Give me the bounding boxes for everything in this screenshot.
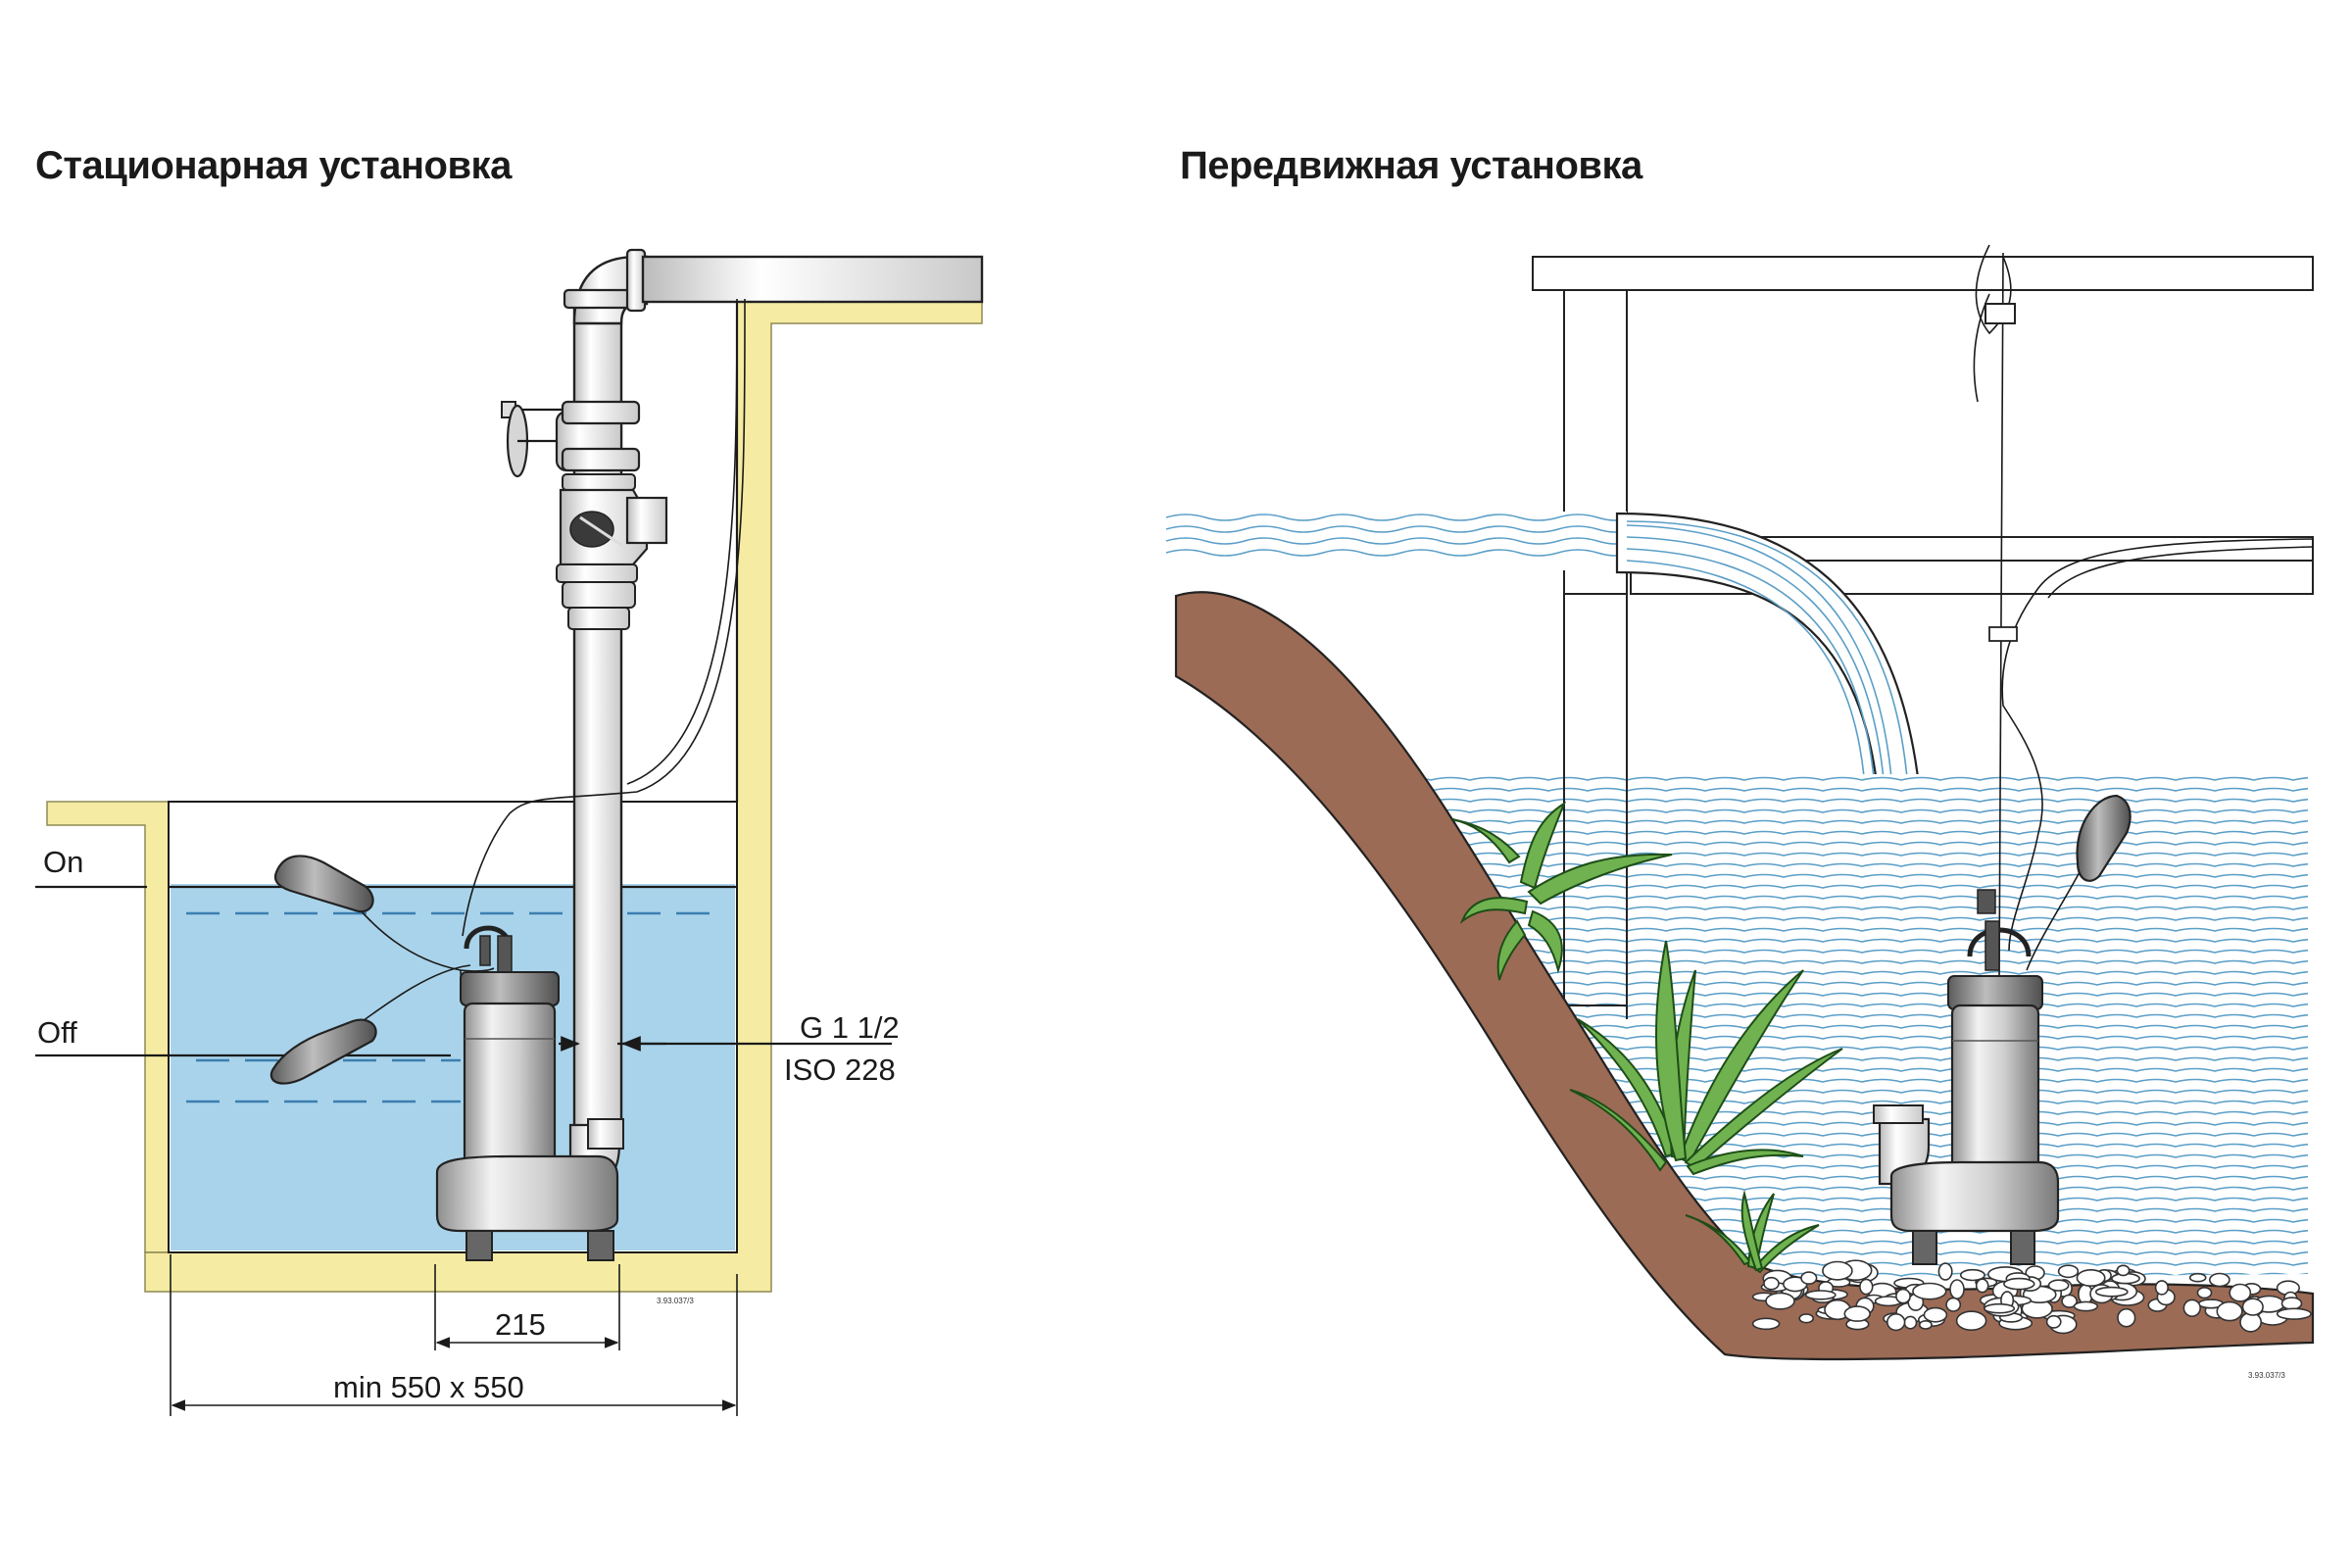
gravel-stone — [1955, 1310, 1987, 1331]
title-portable: Передвижная установка — [1180, 144, 1643, 187]
gravel-stone — [1903, 1315, 1918, 1330]
gravel-stone — [2182, 1298, 2202, 1318]
gravel-stone — [1822, 1260, 1853, 1281]
gravel-stone — [2003, 1277, 2035, 1291]
gravel-stone — [1763, 1276, 1780, 1291]
water-line — [1396, 852, 2308, 857]
float-switch-lower — [270, 1018, 377, 1085]
aquatic-plant-middle — [1569, 940, 1843, 1176]
water-line — [1396, 808, 2308, 813]
gate-valve — [501, 400, 641, 478]
water-line — [1396, 906, 2308, 910]
gravel-stone — [1886, 1312, 1906, 1332]
gravel-stone — [1912, 1282, 1947, 1300]
gravel-stone — [2241, 1298, 2264, 1316]
water-line — [1396, 776, 2308, 781]
title-stationary: Стационарная установка — [35, 144, 513, 187]
upper-rail — [1532, 256, 2314, 291]
gravel-stone — [2061, 1294, 2078, 1308]
gravel-stone — [2216, 1300, 2243, 1322]
water-line — [1396, 787, 2308, 792]
gravel-stone — [2208, 1272, 2230, 1288]
float-switch-upper — [273, 855, 374, 913]
gravel-stone — [2057, 1264, 2080, 1279]
gravel-stone — [1923, 1306, 1948, 1323]
label-iso: ISO 228 — [784, 1053, 896, 1087]
gravel-stone — [2196, 1286, 2213, 1299]
gravel-stone — [1895, 1288, 1911, 1304]
gravel-stone — [2280, 1297, 2303, 1310]
gravel-stone — [1751, 1317, 1781, 1331]
horizontal-pipe — [641, 255, 984, 304]
gravel-stone — [2045, 1314, 2062, 1329]
label-on: On — [43, 845, 83, 879]
aquatic-plant-upper — [1451, 801, 1673, 981]
gravel-stone — [1859, 1278, 1874, 1296]
gravel-stone — [1804, 1290, 1837, 1300]
gravel-stone — [2276, 1307, 2312, 1320]
gravel-stone — [2116, 1264, 2131, 1277]
gravel-stone — [1975, 1278, 1989, 1294]
gravel-stone — [2047, 1279, 2070, 1292]
water-line — [1396, 862, 2308, 867]
portable-installation: 3.93.037/3 — [1165, 244, 2315, 1380]
portable-power-cable — [2001, 538, 2314, 952]
gravel-stone — [1945, 1297, 1962, 1312]
dim-215: 215 — [495, 1307, 546, 1342]
gravel-stone — [1937, 1262, 1953, 1281]
gravel-stone — [1800, 1271, 1818, 1285]
stationary-installation: On Off — [35, 248, 984, 1416]
drawing-code-left: 3.93.037/3 — [657, 1297, 694, 1305]
dim-min-size: min 550 x 550 — [333, 1370, 524, 1404]
gravel-stone — [1949, 1279, 1965, 1300]
pump-portable — [1873, 889, 2060, 1265]
hose-water-flow — [1165, 514, 1628, 557]
water-line — [1396, 959, 2308, 964]
gravel-stone — [2076, 1269, 2106, 1288]
label-off: Off — [37, 1015, 77, 1050]
gravel-stone — [1843, 1305, 1871, 1322]
float-switch-portable — [2026, 794, 2132, 971]
gravel-stone — [2188, 1272, 2207, 1283]
gravel-stone — [2229, 1283, 2252, 1302]
gravel-stone — [2094, 1286, 2129, 1298]
gravel-stone — [1959, 1268, 1985, 1282]
water-line — [1396, 873, 2308, 878]
gravel-stone — [2117, 1307, 2136, 1328]
water-line — [1396, 798, 2308, 803]
label-thread: G 1 1/2 — [800, 1010, 900, 1045]
gravel-stone — [1984, 1302, 2016, 1314]
gravel-stone — [2073, 1300, 2099, 1312]
gravel-stone — [1765, 1292, 1795, 1310]
gravel-bed — [1751, 1259, 2312, 1335]
check-valve — [556, 473, 668, 630]
gravel-stone — [1798, 1313, 1814, 1324]
aquatic-plant-lower — [1685, 1190, 1820, 1274]
gravel-stone — [2154, 1280, 2169, 1296]
drawing-code-right: 3.93.037/3 — [2248, 1371, 2285, 1380]
power-cable — [462, 298, 746, 937]
water-line — [1396, 949, 2308, 954]
pump-stationary — [435, 925, 624, 1261]
gravel-stone — [1918, 1320, 1933, 1330]
